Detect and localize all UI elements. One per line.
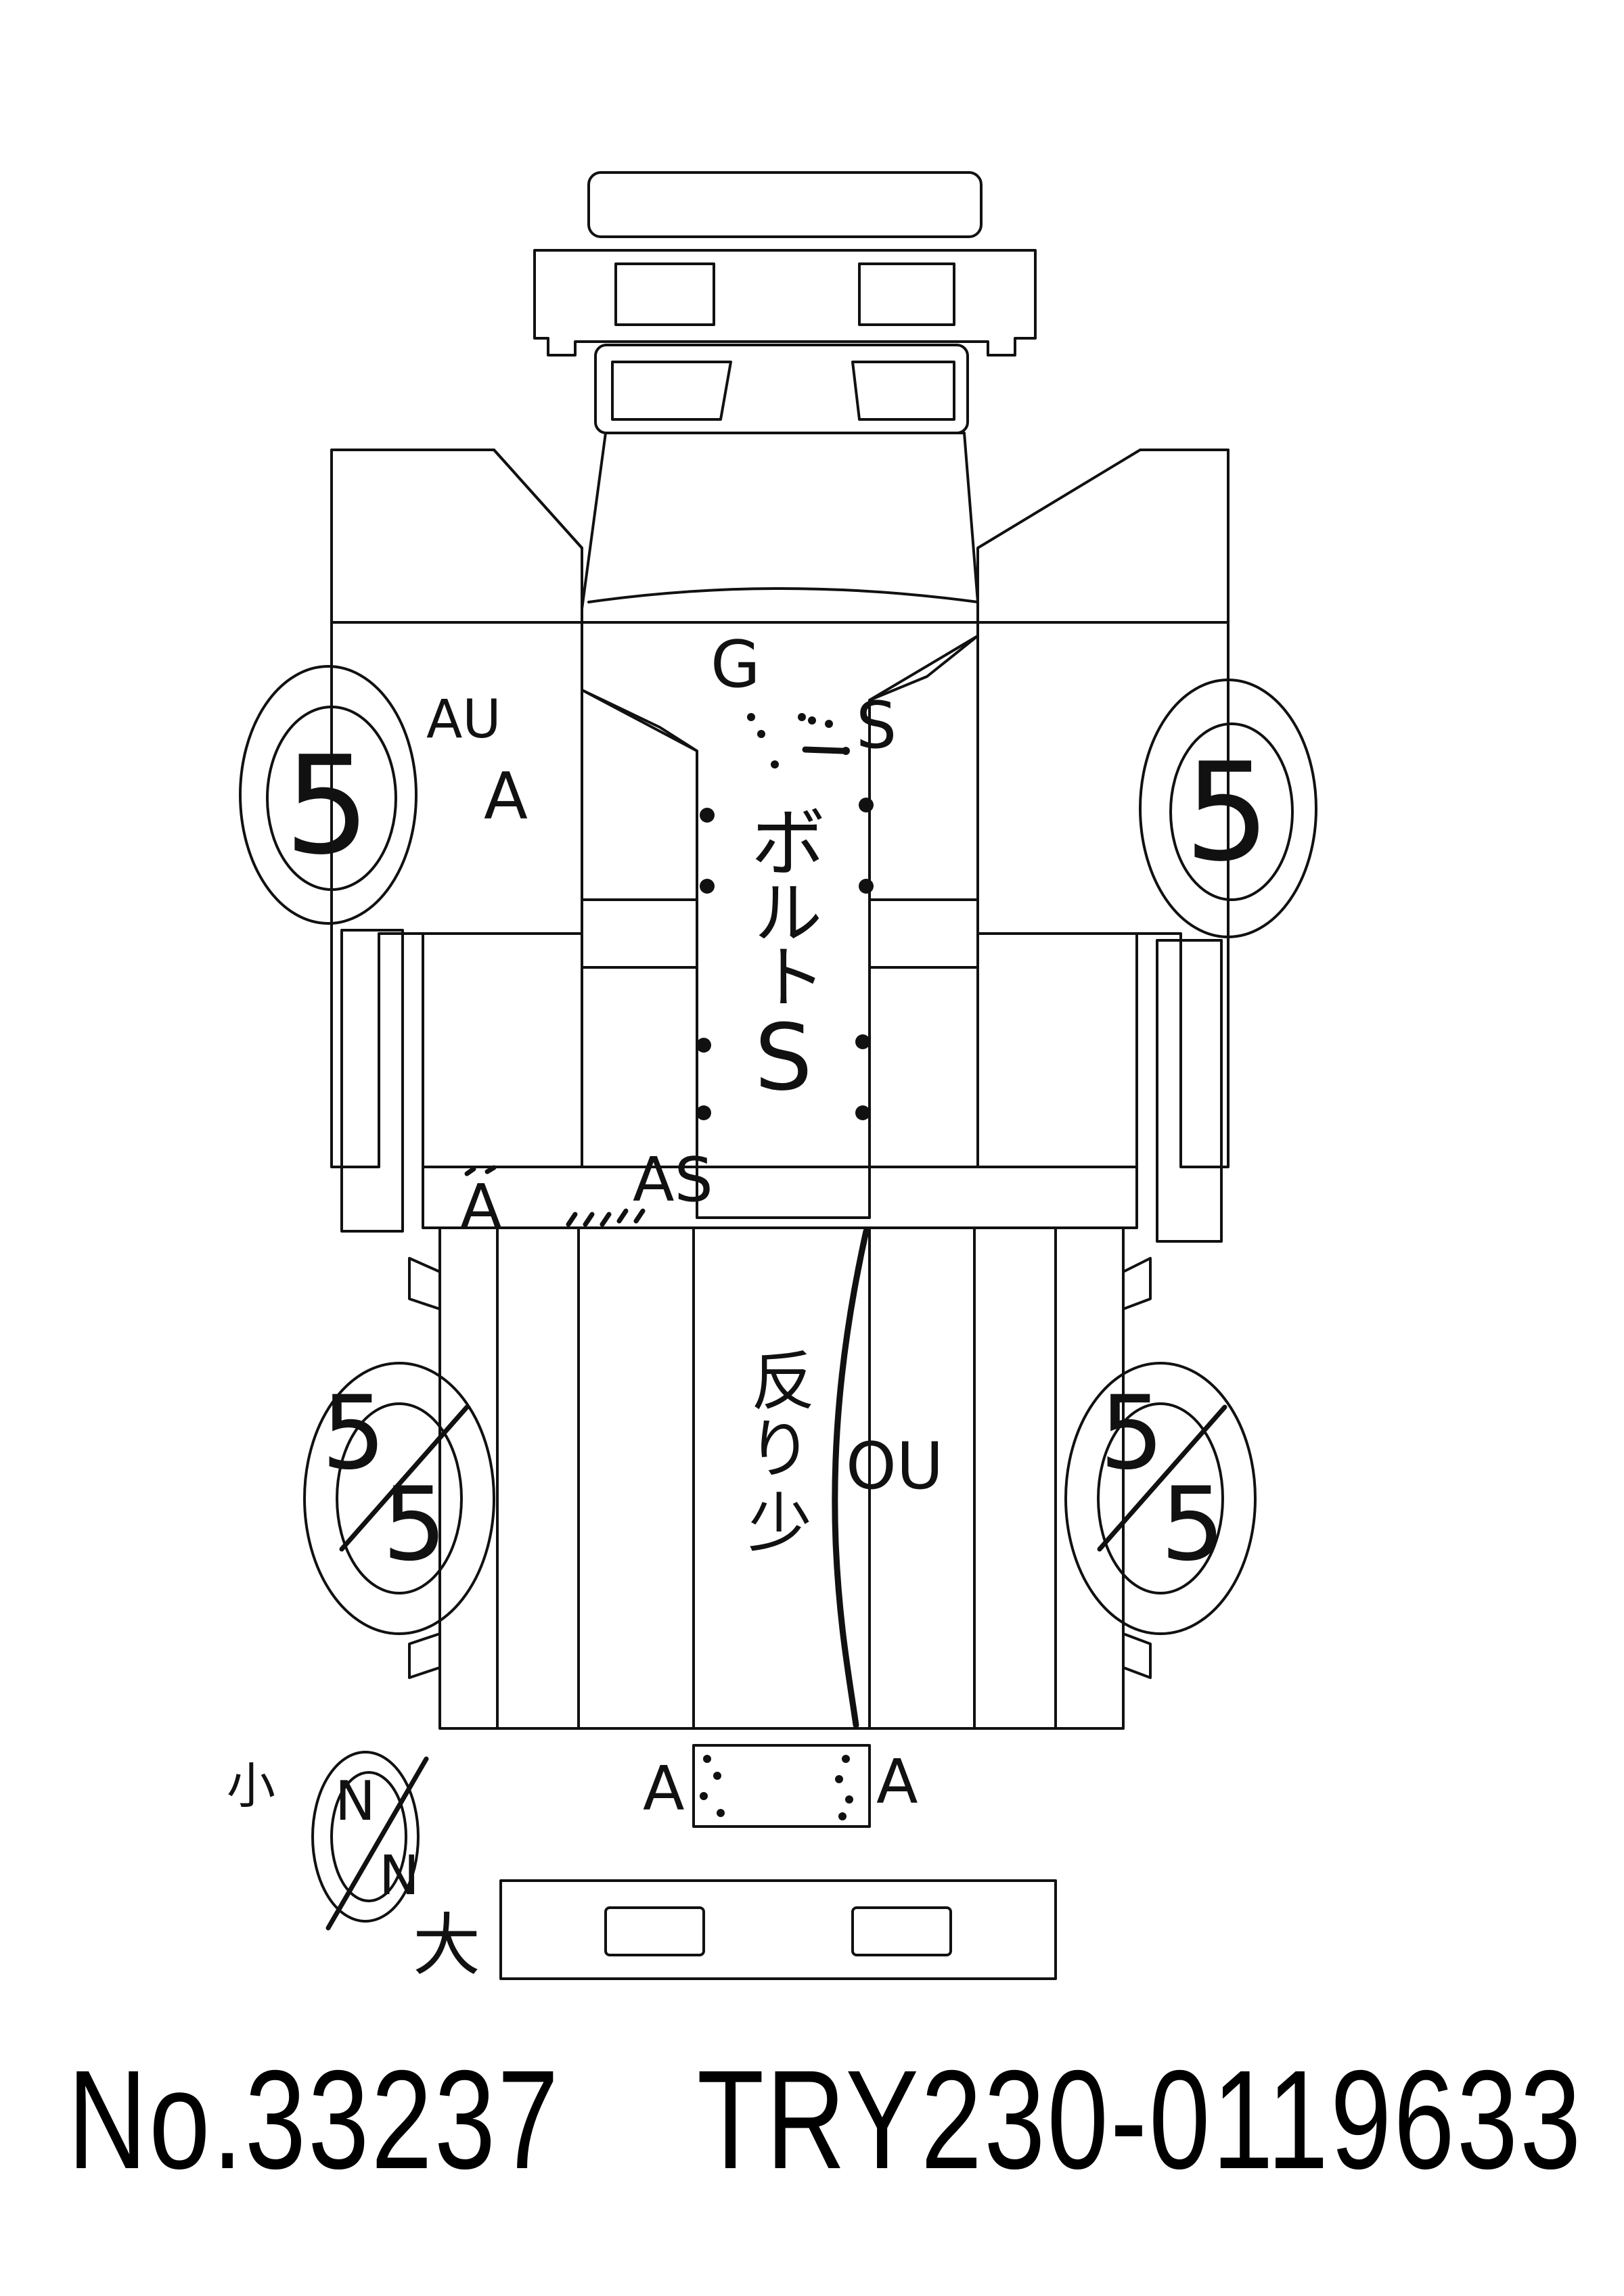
tire-rear-right-grade-top: 5 xyxy=(1100,1375,1164,1492)
tire-rear-left-outer xyxy=(303,1362,495,1635)
hitch-dots xyxy=(700,1755,853,1820)
bolt-text-2: ル xyxy=(754,874,822,953)
spare-small-label: 小 xyxy=(227,1758,275,1814)
bed-warp-2: り xyxy=(748,1413,812,1487)
cab-inner-line xyxy=(581,689,698,752)
front-bumper xyxy=(587,171,983,238)
left-step xyxy=(340,929,404,1233)
tire-rear-right-inner xyxy=(1097,1402,1224,1594)
chassis-number: TRY230-0119633 xyxy=(697,2042,1583,2199)
front-left-lamp xyxy=(614,262,715,326)
right-door-top xyxy=(976,449,1230,624)
bed-right-flare xyxy=(1122,1257,1152,1310)
rear-as-label: AS xyxy=(633,1145,713,1216)
bed-warp-3: 少 xyxy=(748,1487,812,1561)
bed-left-flare-bottom xyxy=(408,1632,441,1679)
cab-left-au-label: AU xyxy=(426,689,501,750)
left-door-step xyxy=(493,449,583,549)
spare-tire-inner xyxy=(330,1771,407,1902)
rear-left-lamp xyxy=(604,1906,705,1956)
tire-front-right-grade: 5 xyxy=(1184,734,1270,892)
rear-bumper xyxy=(499,1879,1057,1980)
right-step xyxy=(1156,939,1223,1243)
bed-ou-label: OU xyxy=(846,1429,943,1504)
bolt-text-1: ボ xyxy=(751,800,826,887)
windshield-right-pane xyxy=(851,361,955,421)
bed-right-flare-bottom xyxy=(1122,1632,1152,1679)
hitch-right-a-label: A xyxy=(876,1747,918,1818)
center-top-s-label: S xyxy=(856,689,897,763)
tire-rear-left-grade-bottom: 5 xyxy=(382,1466,447,1584)
bed-warp-1: 反 xyxy=(751,1345,815,1419)
windshield-left-pane xyxy=(611,361,732,421)
rear-left-slash xyxy=(339,1404,470,1552)
cab-roof-curve xyxy=(587,587,979,603)
grille-label: G xyxy=(710,628,761,702)
left-door-top xyxy=(330,449,583,624)
scratch-dash xyxy=(802,746,846,754)
tire-front-right-inner xyxy=(1169,722,1294,901)
scuff-dots-top xyxy=(747,713,850,768)
bed-warp-line xyxy=(832,1228,870,1728)
spare-tire-outer xyxy=(311,1751,420,1923)
rear-left-a-label: A xyxy=(460,1172,502,1243)
right-cab-side xyxy=(976,621,1230,1168)
bolt-s-label: S xyxy=(754,1005,813,1111)
rear-right-lamp xyxy=(851,1906,952,1956)
scuff-marks-crossbar xyxy=(464,1165,646,1227)
bolt-text-3: ト xyxy=(758,938,826,1017)
hitch-left-a-label: A xyxy=(643,1753,685,1824)
front-right-lamp xyxy=(858,262,955,326)
tire-front-left-outer xyxy=(239,665,418,925)
cab-left-a-label: A xyxy=(484,760,528,834)
bolt-dots xyxy=(696,798,874,1120)
spare-grade-top: N xyxy=(335,1770,376,1833)
tire-rear-left-inner xyxy=(336,1402,463,1594)
spare-slash xyxy=(325,1756,429,1931)
tire-front-right-outer xyxy=(1139,679,1317,938)
tire-rear-left-grade-top: 5 xyxy=(321,1375,386,1492)
tire-rear-right-outer xyxy=(1064,1362,1257,1635)
rear-right-slash xyxy=(1097,1404,1227,1552)
front-grille xyxy=(533,249,1037,357)
spare-grade-bottom: N xyxy=(379,1844,420,1907)
tire-rear-right-grade-bottom: 5 xyxy=(1160,1466,1225,1584)
spare-large-label: 大 xyxy=(413,1906,480,1985)
cab-inner-line-right xyxy=(868,635,979,702)
bed-left-flare xyxy=(408,1257,441,1310)
tow-hitch xyxy=(692,1744,871,1828)
sheet-number: No.33237 xyxy=(68,2042,561,2199)
tire-front-left-inner xyxy=(266,706,397,891)
cargo-bed xyxy=(438,1226,1125,1730)
tire-front-left-grade: 5 xyxy=(284,727,370,885)
